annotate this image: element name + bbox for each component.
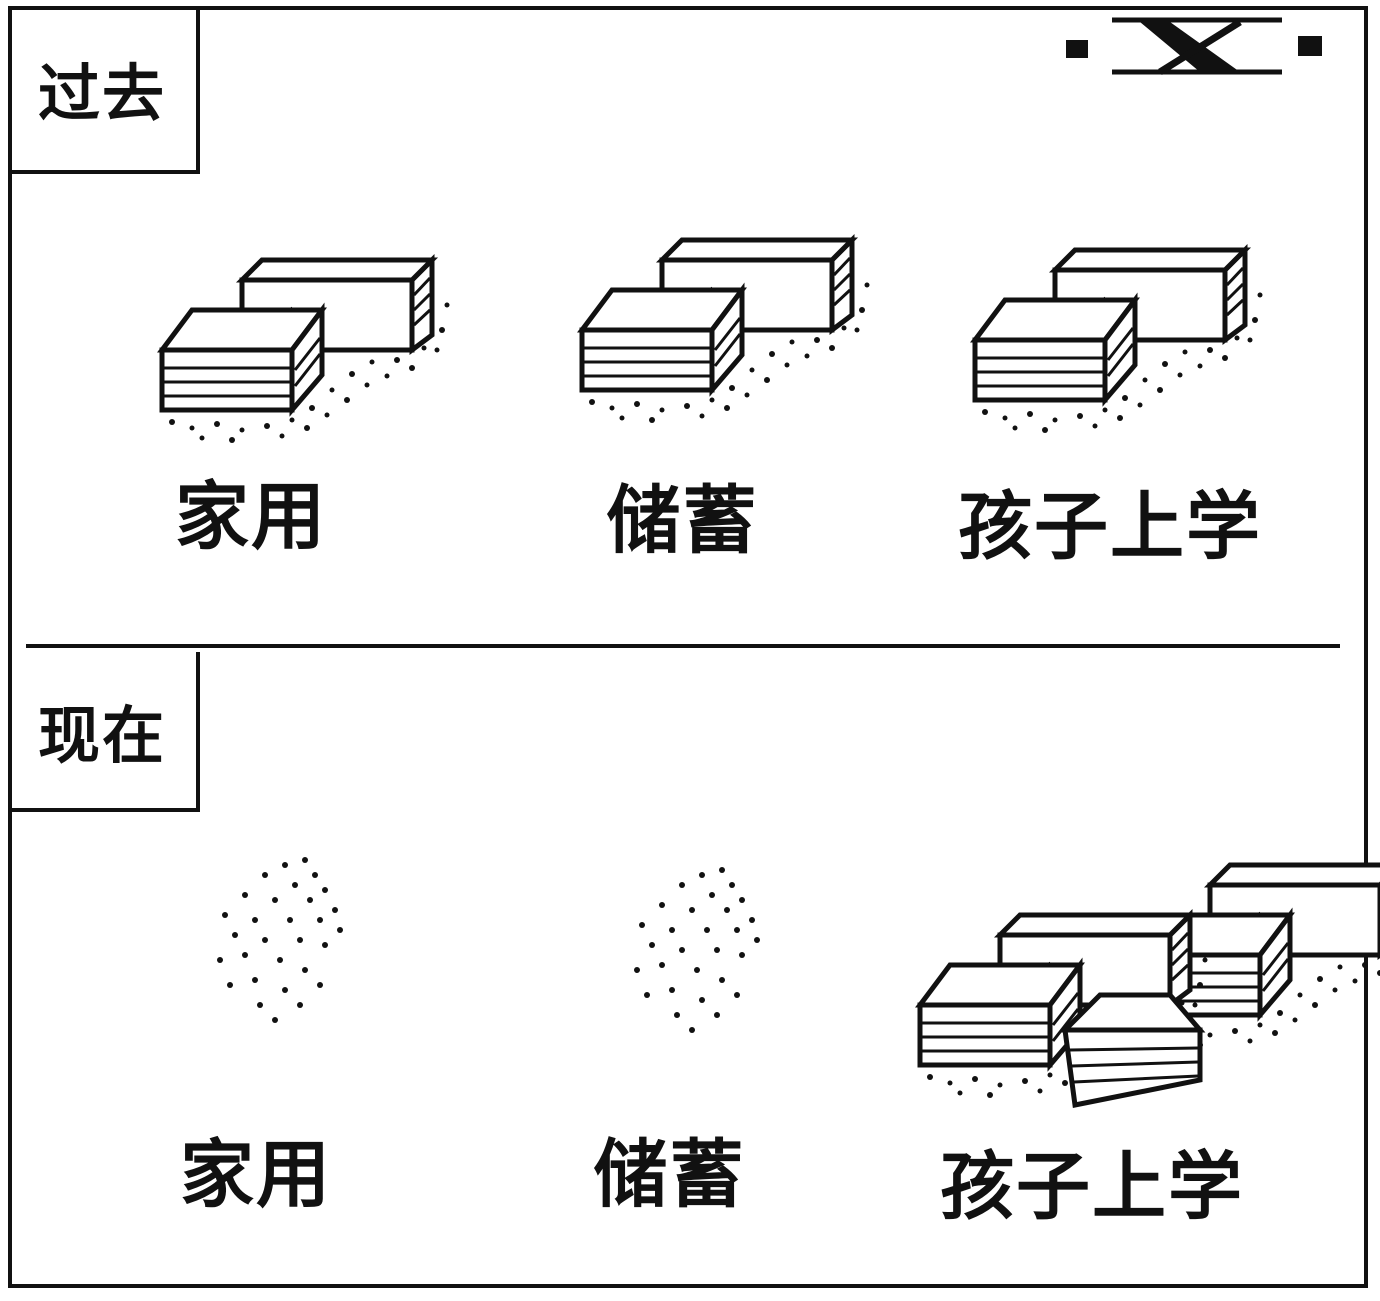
- now-section-label: 现在: [37, 699, 166, 772]
- caption-now-household: 家用: [180, 1132, 332, 1218]
- past-section-label: 过去: [37, 57, 166, 130]
- past-money-stack-household: [162, 260, 450, 443]
- now-section-tag: 现在: [8, 652, 200, 812]
- caption-past-school: 孩子上学: [958, 484, 1262, 570]
- past-money-stack-school: [975, 250, 1263, 433]
- caption-now-savings: 储蓄: [593, 1132, 746, 1218]
- now-money-pile-school: [920, 865, 1380, 1108]
- past-money-stack-savings: [582, 240, 870, 423]
- caption-past-household: 家用: [175, 474, 327, 560]
- now-empty-household: [217, 857, 343, 1023]
- caption-now-school: 孩子上学: [940, 1144, 1244, 1230]
- section-divider: [26, 644, 1340, 648]
- past-section-tag: 过去: [8, 6, 200, 174]
- publisher-logo: [1066, 17, 1322, 75]
- caption-past-savings: 储蓄: [606, 478, 759, 564]
- now-empty-savings: [634, 867, 760, 1033]
